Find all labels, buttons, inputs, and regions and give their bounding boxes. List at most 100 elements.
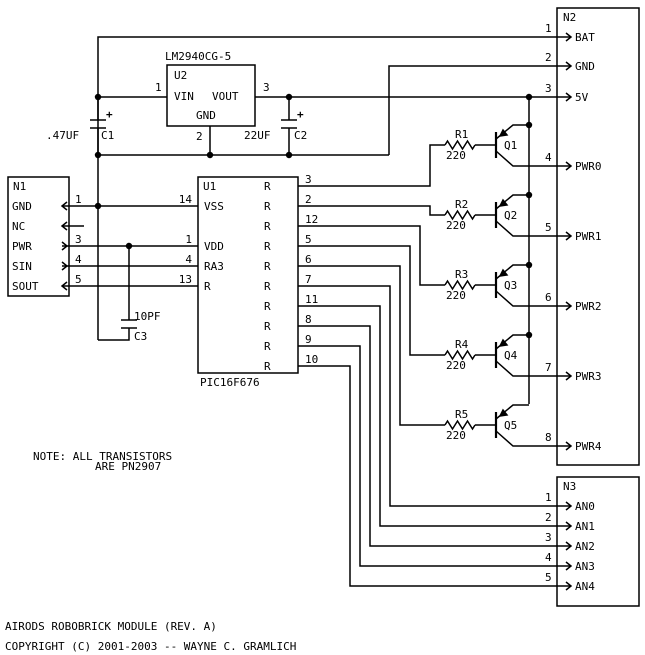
resistor-1 (444, 139, 476, 151)
resistor-5-ref: R5 (455, 408, 468, 421)
resistor-4 (444, 349, 476, 361)
analog-wire-0 (298, 285, 557, 507)
u2-gnd-label: GND (196, 109, 216, 122)
resistor-1-ref: R1 (455, 128, 468, 141)
n3-pin-2-label: AN1 (575, 520, 595, 533)
transistor-3-ref: Q3 (504, 279, 517, 292)
u1-right-pin-7-label: R (264, 320, 271, 333)
n2-pin-4-label: PWR0 (575, 160, 602, 173)
transistor-3-collector (495, 290, 557, 307)
n1-pin-2-label: NC (12, 220, 25, 233)
n3-pin-3-number: 3 (545, 531, 552, 544)
n1-arrow (60, 281, 68, 291)
c3-ref: C3 (134, 330, 147, 343)
u1-left-pin-3-number: 13 (179, 273, 192, 286)
n1-arrow (60, 201, 68, 211)
n2-pin-5-label: PWR1 (575, 230, 602, 243)
n3-ref: N3 (563, 480, 576, 493)
analog-wire-1 (298, 305, 557, 527)
n2-pin-8-number: 8 (545, 431, 552, 444)
transistor-1-collector (495, 150, 557, 167)
transistor-5-collector (495, 430, 557, 447)
u2-part: LM2940CG-5 (165, 50, 231, 63)
transistor-1-emitter (495, 124, 529, 140)
c1-ref: C1 (101, 129, 114, 142)
n2-pin-5-number: 5 (545, 221, 552, 234)
transistor-4-collector (495, 360, 557, 377)
c2-ref: C2 (294, 129, 307, 142)
n1-pin-4-number: 4 (75, 253, 82, 266)
resistor-5 (444, 419, 476, 431)
n3-pin-3-label: AN2 (575, 540, 595, 553)
transistor-5-ref: Q5 (504, 419, 517, 432)
driver-wire (298, 225, 445, 286)
analog-wire-2 (298, 325, 557, 547)
n2-pin-6-number: 6 (545, 291, 552, 304)
n3-pin-5-number: 5 (545, 571, 552, 584)
u1-right-pin-6-number: 11 (305, 293, 318, 306)
transistor-3-arrow (498, 268, 509, 277)
n2-pin-2-label: GND (575, 60, 595, 73)
resistor-4-value: 220 (446, 359, 466, 372)
u2-vout-label: VOUT (212, 90, 239, 103)
u1-right-pin-8-label: R (264, 340, 271, 353)
u1-box (197, 176, 299, 374)
resistor-5-value: 220 (446, 429, 466, 442)
u2-pin-vin: 1 (155, 81, 162, 94)
u1-left-pin-1-number: 1 (185, 233, 192, 246)
u1-left-pin-3-label: R (204, 280, 211, 293)
n1-pin-1-label: GND (12, 200, 32, 213)
driver-wire (298, 144, 445, 187)
transistor-4-arrow (498, 338, 509, 347)
u1-right-pin-5-number: 7 (305, 273, 312, 286)
driver-wire (298, 265, 445, 426)
c2-plus: + (297, 108, 304, 121)
transistor-5-emitter (495, 404, 529, 420)
transistor-3-emitter (495, 264, 529, 280)
u1-left-pin-0-label: VSS (204, 200, 224, 213)
n3-pin-1-label: AN0 (575, 500, 595, 513)
transistor-4-ref: Q4 (504, 349, 518, 362)
resistor-3 (444, 279, 476, 291)
u1-right-pin-4-label: R (264, 260, 271, 273)
u1-right-pin-6-label: R (264, 300, 271, 313)
u2-pin-vout: 3 (263, 81, 270, 94)
n1-arrow (60, 221, 68, 231)
transistor-1-arrow (498, 128, 509, 137)
n1-arrow (61, 241, 69, 251)
footer-title: AIRODS ROBOBRICK MODULE (REV. A) (5, 620, 217, 633)
n3-pin-4-label: AN3 (575, 560, 595, 573)
n3-pin-4-number: 4 (545, 551, 552, 564)
u1-right-pin-0-label: R (264, 180, 271, 193)
u1-right-pin-2-number: 12 (305, 213, 318, 226)
n3-box (556, 476, 640, 607)
u1-right-pin-1-label: R (264, 200, 271, 213)
n1-pin-1-number: 1 (75, 193, 82, 206)
u2-box (166, 64, 256, 127)
transistor-1-ref: Q1 (504, 139, 517, 152)
resistor-4-ref: R4 (455, 338, 469, 351)
u1-ref: U1 (203, 180, 216, 193)
resistor-2-value: 220 (446, 219, 466, 232)
n1-arrow (61, 261, 69, 271)
c2-value: 22UF (244, 129, 271, 142)
transistor-2-ref: Q2 (504, 209, 517, 222)
u1-right-pin-1-number: 2 (305, 193, 312, 206)
c3-value: 10PF (134, 310, 161, 323)
n2-pin-3-number: 3 (545, 82, 552, 95)
n2-pin-1-label: BAT (575, 31, 595, 44)
driver-wire (298, 245, 445, 356)
n1-pin-5-label: SOUT (12, 280, 39, 293)
resistor-3-ref: R3 (455, 268, 468, 281)
transistor-2-collector (495, 220, 557, 237)
n1-ref: N1 (13, 180, 26, 193)
u1-right-pin-2-label: R (264, 220, 271, 233)
n2-pin-4-number: 4 (545, 151, 552, 164)
u1-right-pin-7-number: 8 (305, 313, 312, 326)
resistor-2-ref: R2 (455, 198, 468, 211)
